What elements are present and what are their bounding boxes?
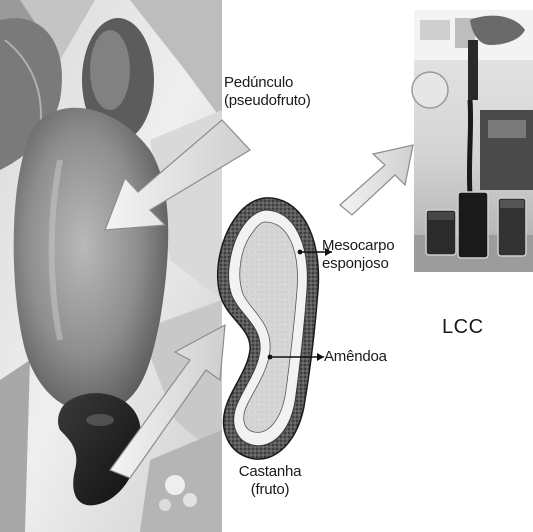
mesocarp-label-line-2: esponjoso: [322, 255, 414, 273]
nut-label-line-1: Castanha: [232, 463, 308, 481]
mesocarp-label-line-1: Mesocarpo: [322, 237, 414, 255]
peduncle-label-line-1: Pedúnculo: [224, 74, 316, 92]
nut-label-line-2: (fruto): [232, 481, 308, 499]
lcc-beakers-photo: [412, 10, 533, 272]
almond-label: Amêndoa: [324, 348, 387, 366]
lcc-arrow: [340, 145, 413, 215]
nut-cross-section: [218, 198, 319, 459]
peduncle-label: Pedúnculo (pseudofruto): [224, 74, 316, 110]
mesocarp-label: Mesocarpo esponjoso: [322, 237, 414, 273]
nut-label: Castanha (fruto): [232, 463, 308, 499]
lcc-label: LCC: [442, 318, 484, 336]
peduncle-label-line-2: (pseudofruto): [224, 92, 316, 110]
cashew-fruit-photo: [0, 0, 222, 532]
